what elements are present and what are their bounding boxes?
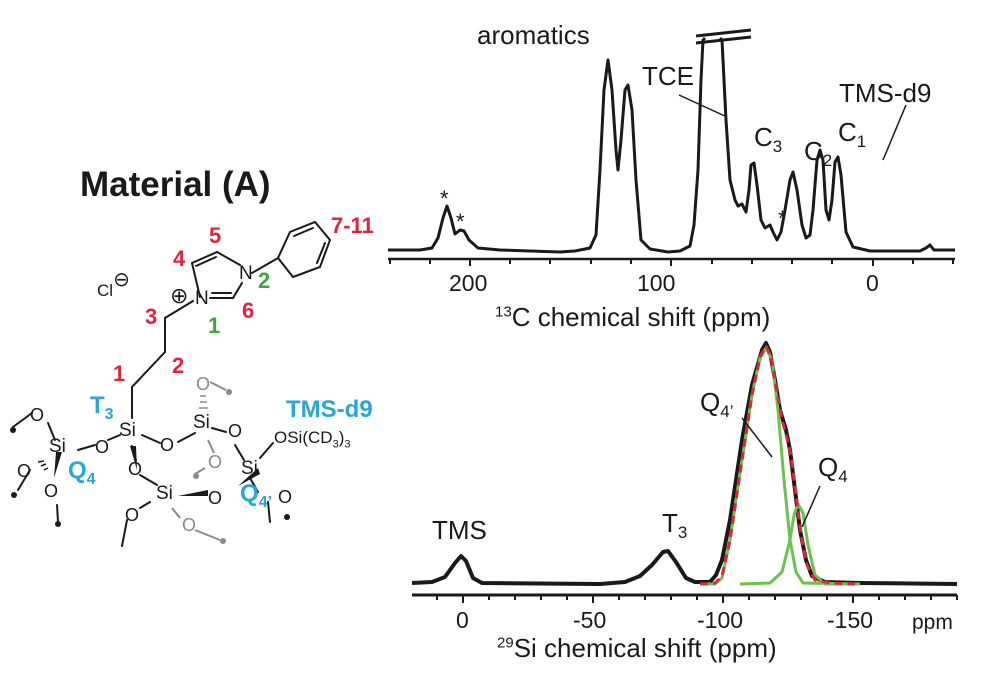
t3-peak-label: T3 [662,508,688,543]
atom-si-t3: Si [119,420,136,441]
atom-o: O [95,437,110,457]
c2-label: C2 [804,136,833,171]
carbon-label-3: 3 [145,304,158,329]
atom-si-bottom: Si [156,483,173,504]
atom-o: O [44,481,59,501]
tce-label: TCE [642,61,694,91]
chloride-label: Cl [97,281,114,300]
nitrogen-label-2: 2 [258,268,271,293]
q4-prime-peak-label: Q4’ [700,387,734,422]
aromatics-label: aromatics [477,20,590,50]
carbon-label-5: 5 [209,223,222,248]
q4-site-label: Q4 [68,457,96,488]
atom-n1: N [195,288,209,309]
q4-prime-site-label: Q4’ [240,480,273,511]
atom-o: O [30,405,45,425]
atom-o: O [278,487,293,507]
sideband-star: * [778,206,787,231]
atom-n2: N [239,263,253,284]
tms-peak-label: TMS [432,515,487,545]
negative-charge-icon: ⊖ [113,269,130,291]
atom-si-left: Si [49,436,66,457]
atom-o: O [125,505,140,525]
atom-si-top: Si [193,412,210,433]
atom-o-grey: O [182,515,197,535]
sideband-star: * [440,186,449,211]
carbon-label-7-11: 7-11 [331,213,374,238]
c1-label: C1 [838,117,867,152]
sideband-star: * [456,209,465,234]
carbon-label-1: 1 [113,361,126,386]
si29-axis-unit: ppm [912,611,953,634]
si29-tick-0: 0 [456,607,469,633]
wedge-bond [130,446,137,470]
tms-group-formula: OSi(CD3)3 [274,428,351,451]
q4-peak-label: Q4 [818,452,848,487]
c3-label: C3 [754,122,783,157]
total-fit-dashed-line [699,342,856,586]
t3-site-label: T3 [90,392,114,423]
c13-tick-200: 200 [449,270,488,296]
atom-o: O [128,459,143,479]
nitrogen-label-1: 1 [208,313,221,338]
atom-o-grey: O [208,452,223,472]
positive-charge-icon: ⊕ [170,283,189,308]
si29-experimental-line [411,341,958,586]
c13-spectrum-line [388,36,955,254]
c13-tick-0: 0 [866,270,879,296]
si29-tick-minus-150: -150 [827,607,874,633]
atom-o: O [228,421,243,441]
atom-o: O [208,488,223,508]
carbon-label-2: 2 [172,353,185,378]
tms-d9-site-label: TMS-d9 [286,396,373,423]
atom-o-grey: O [196,374,211,394]
si29-tick-minus-100: -100 [697,607,744,633]
tms-d9-peak-label: TMS-d9 [839,78,932,108]
si29-x-axis-title: 29Si chemical shift (ppm) [497,633,777,663]
atom-o: O [160,435,175,455]
c13-x-axis-title: 13C chemical shift (ppm) [495,302,771,332]
carbon-label-4: 4 [173,246,186,271]
carbon-label-6: 6 [242,298,255,323]
material-title: Material (A) [80,165,271,204]
si29-tick-minus-50: -50 [573,607,607,633]
c13-tick-100: 100 [637,270,676,296]
molecule-structure [10,220,332,547]
atom-si-right: Si [241,458,258,479]
atom-o: O [17,461,32,481]
